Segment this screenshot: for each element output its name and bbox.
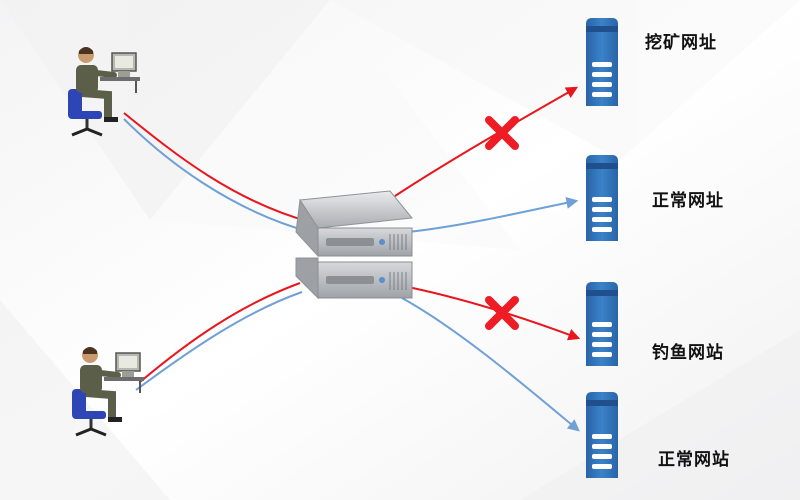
red-x-icon xyxy=(485,116,519,150)
tower-server-icon xyxy=(586,18,618,106)
person-at-computer-icon xyxy=(72,347,144,437)
destination-label-normal-site: 正常网站 xyxy=(658,450,730,470)
destination-label-mining: 挖矿网址 xyxy=(645,33,717,53)
gateway-to-mining-site xyxy=(394,86,579,197)
destination-label-phishing: 钓鱼网站 xyxy=(652,343,724,363)
destination-label-normal-url: 正常网址 xyxy=(652,191,724,211)
user1-to-gateway-blue xyxy=(123,118,311,233)
tower-server-icon xyxy=(586,282,618,366)
stacked-server-icon xyxy=(295,190,413,300)
person-at-computer-icon xyxy=(68,47,140,137)
gateway-to-normal-site xyxy=(401,297,580,432)
red-x-icon xyxy=(485,296,519,330)
gateway-to-normal-url xyxy=(407,196,579,233)
tower-server-icon xyxy=(586,155,618,241)
user2-to-gateway-red xyxy=(139,282,301,383)
connection-lines xyxy=(123,86,581,432)
user2-to-gateway-blue xyxy=(135,291,303,391)
user1-to-gateway-red xyxy=(123,112,311,223)
tower-server-icon xyxy=(586,392,618,478)
